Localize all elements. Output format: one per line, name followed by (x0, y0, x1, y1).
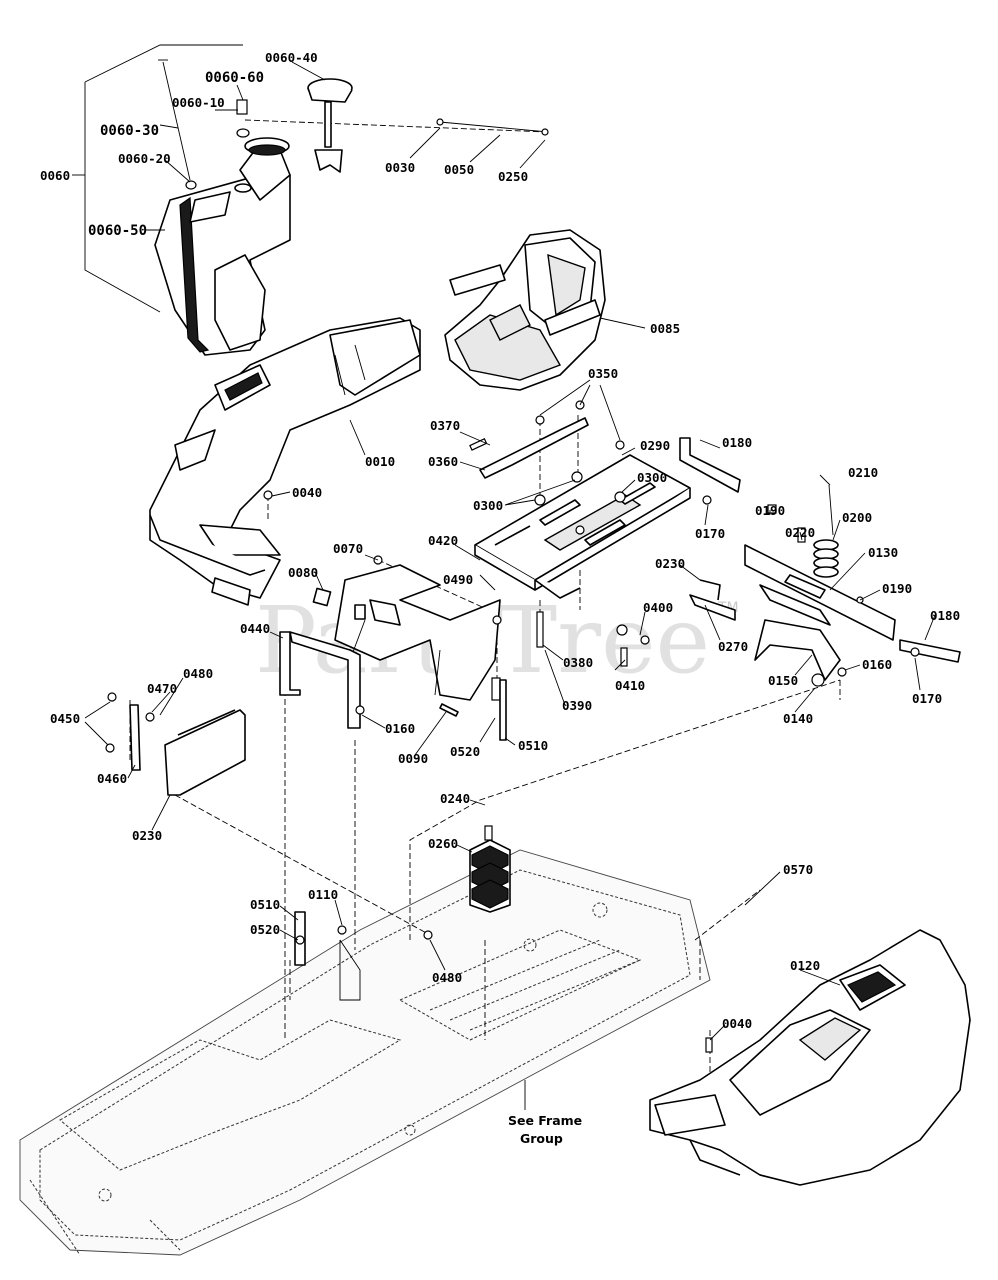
callout-0440[interactable]: 0440 (240, 621, 270, 636)
fuel-tank-group (84, 44, 549, 356)
frame-outline (19, 849, 711, 1256)
callout-0250[interactable]: 0250 (498, 169, 528, 184)
callout-0510-b[interactable]: 0510 (250, 897, 280, 912)
callout-0270[interactable]: 0270 (718, 639, 748, 654)
seat-plate (469, 417, 691, 599)
callout-0220[interactable]: 0220 (785, 525, 815, 540)
callout-0060-60[interactable]: 0060-60 (205, 70, 264, 86)
callout-0060[interactable]: 0060 (40, 168, 70, 183)
callout-0180-b[interactable]: 0180 (930, 608, 960, 623)
callout-0010[interactable]: 0010 (365, 454, 395, 469)
callout-0190-a[interactable]: 0190 (755, 503, 785, 518)
callout-0510-a[interactable]: 0510 (518, 738, 548, 753)
front-fender (649, 929, 971, 1186)
callout-0070[interactable]: 0070 (333, 541, 363, 556)
leader-lines (72, 61, 936, 1110)
see-frame-note-line2[interactable]: Group (520, 1131, 563, 1146)
callout-0050[interactable]: 0050 (444, 162, 474, 177)
callout-0130[interactable]: 0130 (868, 545, 898, 560)
callout-0490[interactable]: 0490 (443, 572, 473, 587)
callout-0480-b[interactable]: 0480 (432, 970, 462, 985)
callout-0150[interactable]: 0150 (768, 673, 798, 688)
callout-0180-a[interactable]: 0180 (722, 435, 752, 450)
see-frame-note-line1[interactable]: See Frame (508, 1113, 582, 1128)
panel-0070 (334, 564, 501, 701)
callout-0230-b[interactable]: 0230 (132, 828, 162, 843)
callout-0420[interactable]: 0420 (428, 533, 458, 548)
callout-0520-b[interactable]: 0520 (250, 922, 280, 937)
callout-0170-b[interactable]: 0170 (912, 691, 942, 706)
left-bracket-group (105, 692, 246, 796)
callout-0230-a[interactable]: 0230 (655, 556, 685, 571)
callout-0300-a[interactable]: 0300 (637, 470, 667, 485)
body-panel-0010 (149, 317, 421, 606)
callout-0380[interactable]: 0380 (563, 655, 593, 670)
callout-labels: 0060-40 0060-60 0060-10 0060-30 0060-20 … (40, 50, 960, 1146)
seat-suspension-bracket (679, 437, 961, 687)
callout-0460[interactable]: 0460 (97, 771, 127, 786)
support-bracket-0440 (279, 587, 459, 729)
callout-0200[interactable]: 0200 (842, 510, 872, 525)
callout-0290[interactable]: 0290 (640, 438, 670, 453)
callout-0140[interactable]: 0140 (783, 711, 813, 726)
isolator-block (469, 825, 511, 913)
fitting (236, 99, 248, 115)
callout-0520-a[interactable]: 0520 (450, 744, 480, 759)
callout-0160-b[interactable]: 0160 (385, 721, 415, 736)
callout-0390[interactable]: 0390 (562, 698, 592, 713)
callout-0190-b[interactable]: 0190 (882, 581, 912, 596)
callout-0350[interactable]: 0350 (588, 366, 618, 381)
callout-0060-10[interactable]: 0060-10 (172, 95, 225, 110)
callout-0060-30[interactable]: 0060-30 (100, 123, 159, 139)
callout-0040-b[interactable]: 0040 (722, 1016, 752, 1031)
callout-0120[interactable]: 0120 (790, 958, 820, 973)
callout-0260[interactable]: 0260 (428, 836, 458, 851)
callout-0110[interactable]: 0110 (308, 887, 338, 902)
hardware-pins (263, 400, 650, 741)
seat-spring (813, 539, 839, 578)
callout-0085[interactable]: 0085 (650, 321, 680, 336)
callout-0470[interactable]: 0470 (147, 681, 177, 696)
callout-0570[interactable]: 0570 (783, 862, 813, 877)
callout-0080[interactable]: 0080 (288, 565, 318, 580)
callout-0160-a[interactable]: 0160 (862, 657, 892, 672)
callout-0040-a[interactable]: 0040 (292, 485, 322, 500)
callout-0360[interactable]: 0360 (428, 454, 458, 469)
callout-0240[interactable]: 0240 (440, 791, 470, 806)
callout-0060-20[interactable]: 0060-20 (118, 151, 171, 166)
callout-0300-b[interactable]: 0300 (473, 498, 503, 513)
callout-0170-a[interactable]: 0170 (695, 526, 725, 541)
lower-bracket (294, 911, 433, 1001)
callout-0480-a[interactable]: 0480 (183, 666, 213, 681)
callout-0030[interactable]: 0030 (385, 160, 415, 175)
callout-0450[interactable]: 0450 (50, 711, 80, 726)
callout-0060-40[interactable]: 0060-40 (265, 50, 318, 65)
callout-0370[interactable]: 0370 (430, 418, 460, 433)
callout-0060-50[interactable]: 0060-50 (88, 223, 147, 239)
seat (444, 229, 606, 391)
callout-0090[interactable]: 0090 (398, 751, 428, 766)
callout-0400[interactable]: 0400 (643, 600, 673, 615)
callout-0410[interactable]: 0410 (615, 678, 645, 693)
callout-0210[interactable]: 0210 (848, 465, 878, 480)
